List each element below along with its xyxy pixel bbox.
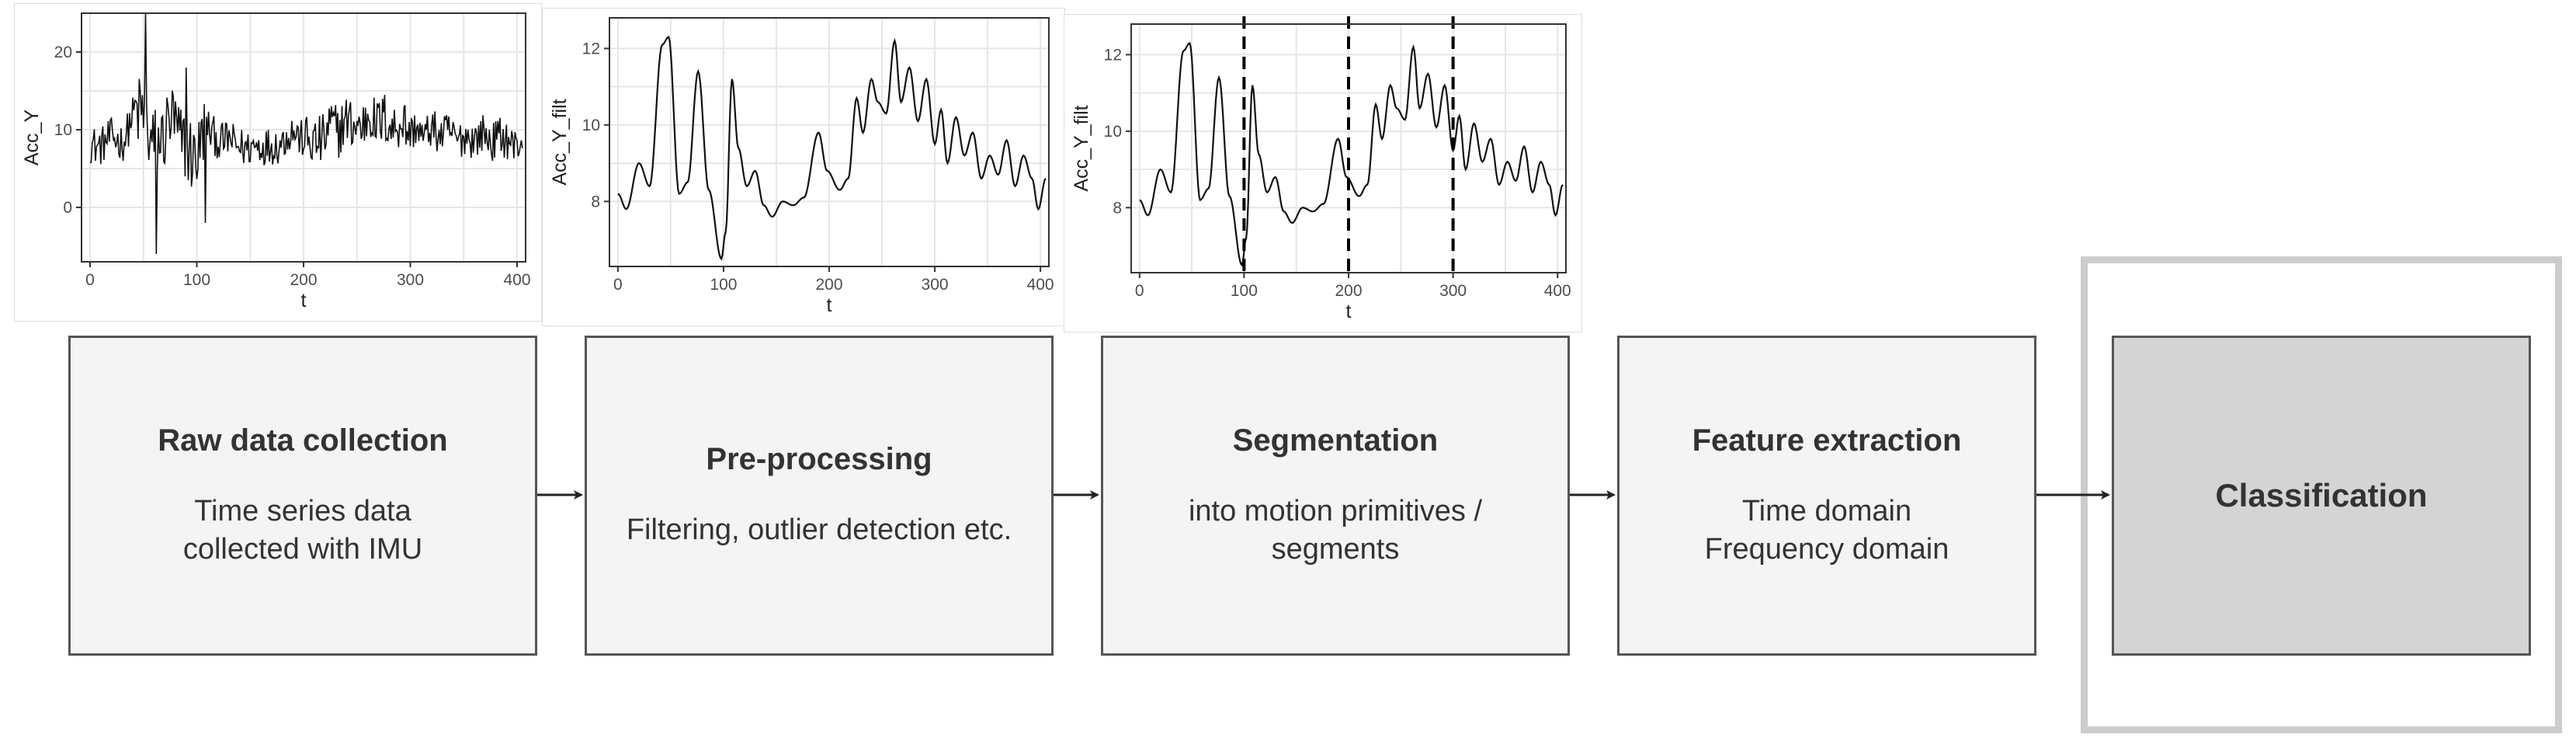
plot-raw-panel: 0 100 200 300 400 0 10 20 t Acc_Y xyxy=(14,3,542,322)
x-tick-label: 300 xyxy=(922,276,949,294)
x-tick-label: 200 xyxy=(815,276,842,294)
series-line xyxy=(617,36,1047,261)
x-tick-label: 400 xyxy=(1544,282,1571,300)
step-description-line: Time series data xyxy=(194,494,411,527)
x-tick-label: 0 xyxy=(1135,282,1144,300)
step-description: into motion primitives / segments xyxy=(1189,493,1482,569)
y-tick-label: 10 xyxy=(582,117,600,134)
x-tick-label: 300 xyxy=(397,271,424,289)
step-description-line: Filtering, outlier detection etc. xyxy=(626,514,1012,546)
step-title: Pre-processing xyxy=(706,442,932,476)
y-tick-label: 8 xyxy=(591,193,600,211)
step-pre-processing: Pre-processing Filtering, outlier detect… xyxy=(585,336,1054,656)
step-description-line: Frequency domain xyxy=(1704,532,1949,566)
x-tick-label: 200 xyxy=(1335,282,1362,300)
plot-segmented: 0 100 200 300 400 8 10 12 t Acc_Y_filt xyxy=(1071,16,1571,322)
step-title: Segmentation xyxy=(1232,423,1439,458)
plot-segmented-panel: 0 100 200 300 400 8 10 12 t Acc_Y_filt xyxy=(1064,14,1582,332)
y-axis-label: Acc_Y_filt xyxy=(549,99,571,185)
x-tick-label: 0 xyxy=(85,271,95,289)
y-axis-label: Acc_Y_filt xyxy=(1071,105,1092,191)
step-classification: Classification xyxy=(2112,336,2531,656)
x-axis-label: t xyxy=(827,294,832,316)
x-tick-label: 0 xyxy=(613,276,623,294)
x-tick-label: 100 xyxy=(1231,282,1258,300)
step-title: Raw data collection xyxy=(158,423,448,458)
series-line xyxy=(1139,42,1564,267)
step-title: Feature extraction xyxy=(1692,423,1962,458)
x-tick-label: 400 xyxy=(503,271,530,289)
plot-filtered-panel: 0 100 200 300 400 8 10 12 t Acc_Y_filt xyxy=(542,8,1065,326)
step-description-line: segments xyxy=(1271,532,1400,566)
series-line xyxy=(89,12,523,255)
step-description: Time series data collected with IMU xyxy=(183,493,422,569)
step-raw-data-collection: Raw data collection Time series data col… xyxy=(68,336,537,656)
x-tick-label: 200 xyxy=(290,271,317,289)
step-description: Filtering, outlier detection etc. xyxy=(627,511,1012,549)
step-segmentation: Segmentation into motion primitives / se… xyxy=(1101,336,1570,656)
step-description-line: collected with IMU xyxy=(182,532,423,566)
y-tick-label: 10 xyxy=(54,121,72,139)
y-tick-label: 10 xyxy=(1104,123,1122,141)
x-tick-label: 100 xyxy=(183,271,210,289)
x-axis-label: t xyxy=(301,290,307,312)
plot-raw: 0 100 200 300 400 0 10 20 t Acc_Y xyxy=(21,12,531,312)
x-axis-label: t xyxy=(1346,301,1352,322)
y-tick-label: 8 xyxy=(1113,199,1122,217)
x-tick-label: 400 xyxy=(1027,276,1054,294)
y-tick-label: 20 xyxy=(54,44,72,61)
plot-filtered: 0 100 200 300 400 8 10 12 t Acc_Y_filt xyxy=(549,17,1054,316)
step-description-line: Time domain xyxy=(1741,494,1912,527)
step-description: Time domain Frequency domain xyxy=(1705,493,1949,569)
step-description-line: into motion primitives / xyxy=(1188,494,1482,527)
y-axis-label: Acc_Y xyxy=(21,110,43,166)
y-tick-label: 12 xyxy=(1104,46,1122,64)
y-tick-label: 12 xyxy=(582,40,600,57)
x-tick-label: 300 xyxy=(1439,282,1467,300)
step-title: Classification xyxy=(2215,477,2428,514)
step-feature-extraction: Feature extraction Time domain Frequency… xyxy=(1617,336,2036,656)
y-tick-label: 0 xyxy=(63,199,72,217)
x-tick-label: 100 xyxy=(710,276,737,294)
